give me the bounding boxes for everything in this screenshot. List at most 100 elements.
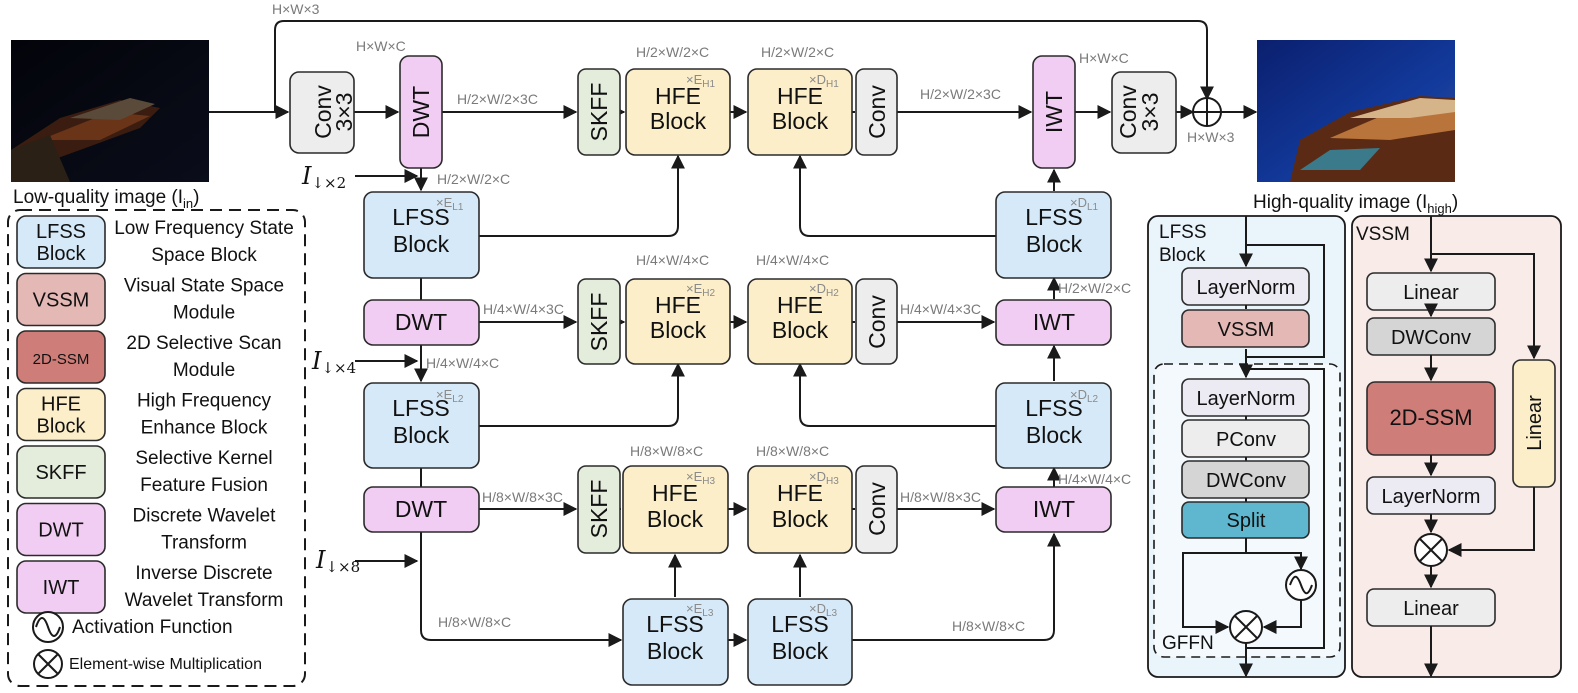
dwt-2: DWT xyxy=(363,299,480,346)
vssm-linear-1: Linear xyxy=(1366,272,1496,311)
legend-description: High Frequency xyxy=(137,391,272,412)
svg-text:Conv: Conv xyxy=(864,295,890,349)
legend-description: Low Frequency State xyxy=(114,218,294,239)
svg-text:VSSM: VSSM xyxy=(1218,319,1275,341)
lfss-block-d2: LFSS Block xyxy=(995,382,1112,469)
vssm-2d-ssm: 2D-SSM xyxy=(1366,381,1496,456)
svg-text:I↓×8: I↓×8 xyxy=(315,546,360,576)
svg-text:HFE: HFE xyxy=(777,292,823,318)
svg-text:H/2×W/2×3C: H/2×W/2×3C xyxy=(920,86,1001,102)
svg-text:Block: Block xyxy=(772,108,829,134)
vssm-layernorm: LayerNorm xyxy=(1366,476,1496,515)
svg-text:×DL2: ×DL2 xyxy=(1070,387,1099,405)
lfss-layernorm-1: LayerNorm xyxy=(1181,267,1310,306)
svg-text:H/4×W/4×C: H/4×W/4×C xyxy=(636,252,709,268)
svg-text:H/2×W/2×C: H/2×W/2×C xyxy=(761,44,834,60)
svg-text:DWConv: DWConv xyxy=(1206,470,1286,492)
svg-text:Block: Block xyxy=(772,317,829,343)
svg-text:H/4×W/4×C: H/4×W/4×C xyxy=(426,355,499,371)
legend-description: Inverse Discrete xyxy=(135,563,272,584)
lfss-detail-panel: LFSS Block LayerNorm VSSM LayerNorm PCon… xyxy=(1147,215,1346,678)
legend-swatch xyxy=(16,445,106,499)
svg-text:Block: Block xyxy=(647,638,704,664)
svg-text:Block: Block xyxy=(1026,422,1083,448)
svg-text:H/4×W/4×3C: H/4×W/4×3C xyxy=(483,301,564,317)
vssm-dwconv: DWConv xyxy=(1366,317,1496,356)
svg-text:Split: Split xyxy=(1227,510,1266,532)
iwt-3: IWT xyxy=(995,486,1112,533)
svg-text:HFE: HFE xyxy=(777,480,823,506)
legend-box-text: IWT xyxy=(43,577,80,599)
svg-text:DWT: DWT xyxy=(395,309,447,335)
conv-2: Conv xyxy=(855,278,898,365)
legend-description: Module xyxy=(173,360,235,381)
svg-text:SKFF: SKFF xyxy=(586,293,612,352)
svg-text:3×3: 3×3 xyxy=(1137,92,1163,131)
hfe-block-d3: HFE Block xyxy=(747,465,853,554)
svg-text:Block: Block xyxy=(650,317,707,343)
svg-text:DWConv: DWConv xyxy=(1391,327,1471,349)
svg-text:H/8×W/8×3C: H/8×W/8×3C xyxy=(900,489,981,505)
conv3x3-out: Conv 3×3 xyxy=(1111,71,1177,154)
output-image-label: High-quality image (Ihigh) xyxy=(1253,192,1458,216)
legend-description: Transform xyxy=(161,533,247,554)
lfss-layernorm-2: LayerNorm xyxy=(1181,378,1310,417)
svg-text:Conv: Conv xyxy=(864,85,890,139)
conv-1: Conv xyxy=(855,68,898,156)
svg-text:×EH1: ×EH1 xyxy=(686,72,715,90)
legend-swatch xyxy=(16,272,106,327)
lfss-dwconv: DWConv xyxy=(1181,460,1310,499)
svg-text:H/4×W/4×C: H/4×W/4×C xyxy=(1058,471,1131,487)
low-quality-image xyxy=(11,40,209,182)
legend-swatch xyxy=(16,560,106,614)
sum-node xyxy=(1192,97,1222,127)
svg-text:H/2×W/2×C: H/2×W/2×C xyxy=(437,171,510,187)
vssm-multiply xyxy=(1414,533,1448,567)
svg-text:Block: Block xyxy=(647,506,704,532)
svg-text:DWT: DWT xyxy=(408,86,434,138)
connections xyxy=(209,20,1258,647)
svg-text:LFSS: LFSS xyxy=(392,395,450,421)
legend-description: Visual State Space xyxy=(124,276,284,297)
svg-text:H×W×C: H×W×C xyxy=(356,38,406,54)
svg-text:LayerNorm: LayerNorm xyxy=(1382,486,1481,508)
svg-text:×DL3: ×DL3 xyxy=(809,601,838,619)
hfe-block-e3: HFE Block xyxy=(622,465,729,554)
legend-description: Feature Fusion xyxy=(140,475,268,496)
svg-text:H/2×W/2×3C: H/2×W/2×3C xyxy=(457,91,538,107)
lfss-vssm: VSSM xyxy=(1181,309,1310,348)
svg-text:×EH2: ×EH2 xyxy=(686,281,715,299)
hfe-block-e1: HFE Block xyxy=(625,68,731,156)
vssm-detail-panel: VSSM Linear DWConv 2D-SSM LayerNorm Line… xyxy=(1351,215,1562,678)
lfss-pconv: PConv xyxy=(1181,419,1310,458)
legend-swatch xyxy=(16,330,106,384)
svg-text:H×W×3: H×W×3 xyxy=(1187,129,1235,145)
legend-swatch xyxy=(16,502,106,557)
input-image-label: Low-quality image (Iin) xyxy=(13,187,199,211)
svg-text:H×W×C: H×W×C xyxy=(1079,50,1129,66)
legend-box-text: DWT xyxy=(38,520,84,542)
svg-text:H/8×W/8×C: H/8×W/8×C xyxy=(630,443,703,459)
svg-text:×DH2: ×DH2 xyxy=(809,281,839,299)
svg-text:HFE: HFE xyxy=(652,480,698,506)
lfss-activation xyxy=(1285,569,1317,601)
svg-text:3×3: 3×3 xyxy=(331,92,357,131)
downsampled-inputs: I↓×2 I↓×4 I↓×8 xyxy=(301,162,360,576)
legend-box-text: Block xyxy=(37,243,87,265)
conv3x3-in: Conv 3×3 xyxy=(289,71,357,154)
svg-text:Block: Block xyxy=(393,231,450,257)
hfe-block-e2: HFE Block xyxy=(625,278,731,365)
activation-legend: Activation Function xyxy=(32,611,233,643)
svg-text:Conv: Conv xyxy=(864,482,890,536)
legend-swatch xyxy=(16,387,106,442)
svg-text:LayerNorm: LayerNorm xyxy=(1197,388,1296,410)
dwt-1: DWT xyxy=(399,55,443,169)
legend-box-text: SKFF xyxy=(35,462,86,484)
